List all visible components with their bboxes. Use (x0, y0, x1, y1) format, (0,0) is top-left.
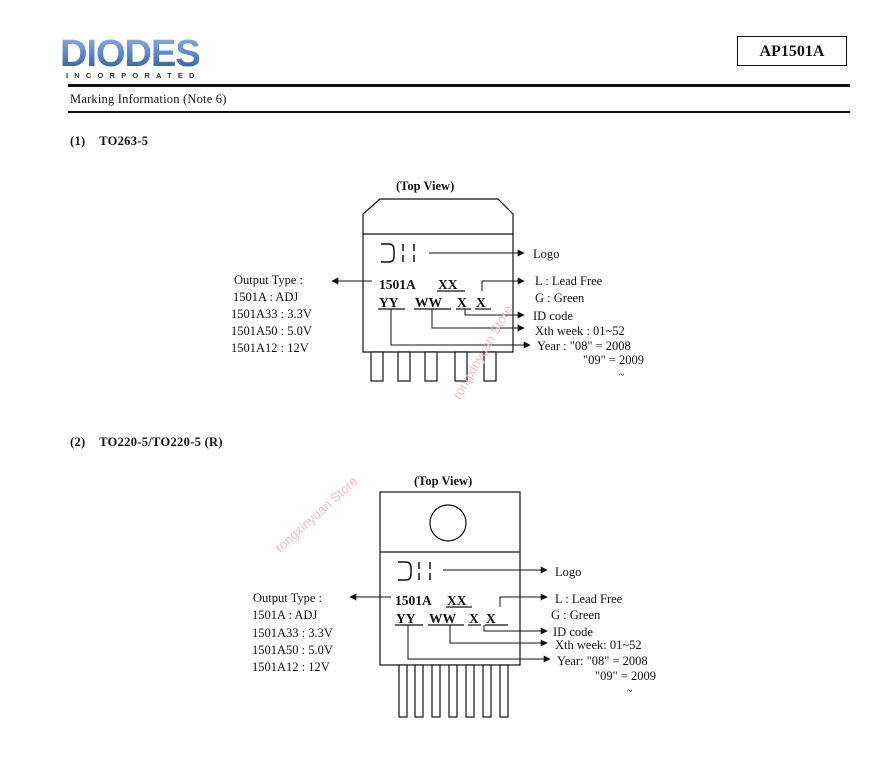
watermark-2: rongxinyuan Store (272, 473, 360, 555)
package-1-body (362, 198, 514, 353)
package-1-logo-label: Logo (533, 247, 559, 261)
package-2-green: G : Green (551, 608, 601, 622)
package-1-logo-mark (381, 243, 415, 263)
package-1-output-item: 1501A : ADJ (233, 290, 298, 304)
package-1-green: G : Green (535, 291, 585, 305)
package-2-marking-ww: WW (429, 611, 457, 626)
package-1-tilde: ~ (619, 370, 625, 381)
package-2-marking-yy: YY (396, 611, 416, 626)
package-1-top-view: (Top View) (396, 179, 454, 193)
package-2-pins (398, 664, 509, 718)
package-2-tilde: ~ (627, 686, 633, 697)
package-1-name: TO263-5 (99, 134, 149, 148)
logo-wordmark: DIODES (60, 33, 200, 75)
package-1-marking-line1: 1501A (379, 277, 416, 292)
package-1-marking-code: XX (438, 277, 458, 292)
package-2-number: (2) (70, 435, 86, 449)
package-2-mounting-hole (429, 504, 467, 542)
package-2-logo-label: Logo (555, 565, 581, 579)
title-rule (68, 111, 850, 113)
package-2-logo-mark (398, 561, 431, 581)
package-1-marking-x1: X (457, 295, 467, 310)
package-1-output-item: 1501A12 : 12V (231, 341, 309, 355)
package-1-lead-free: L : Lead Free (535, 274, 603, 288)
package-1-id-code: ID code (533, 309, 573, 323)
package-2-output-item: 1501A12 : 12V (252, 660, 330, 674)
header-rule (68, 84, 850, 87)
package-2-output-item: 1501A : ADJ (252, 608, 317, 622)
package-1-year2: "09" = 2009 (583, 353, 644, 367)
package-2-year: Year: "08" = 2008 (557, 654, 648, 668)
part-number-box: AP1501A (737, 36, 847, 66)
diodes-logo: DIODES INCORPORATED (60, 33, 201, 80)
package-2-name: TO220-5/TO220-5 (R) (99, 435, 223, 449)
section-title: Marking Information (Note 6) (70, 92, 227, 106)
package-1-marking-ww: WW (415, 295, 443, 310)
package-2-top-view: (Top View) (414, 474, 472, 488)
package-2-id-code: ID code (553, 625, 593, 639)
package-1-diagram: (Top View) 1501A XX YY WW X X (231, 179, 644, 382)
package-2-marking-x1: X (469, 611, 479, 626)
package-2-heading: (2) TO220-5/TO220-5 (R) (70, 435, 223, 450)
package-2-week: Xth week: 01~52 (555, 638, 642, 652)
package-2-diagram: (Top View) 1501A XX YY WW X X (252, 474, 656, 718)
package-1-output-item: 1501A33 : 3.3V (231, 307, 312, 321)
logo-subtitle: INCORPORATED (66, 71, 201, 80)
package-2-year2: "09" = 2009 (595, 669, 656, 683)
package-1-marking-yy: YY (379, 295, 399, 310)
package-2-output-item: 1501A50 : 5.0V (252, 643, 333, 657)
package-2-output-item: 1501A33 : 3.3V (252, 626, 333, 640)
package-1-heading: (1) TO263-5 (70, 134, 148, 149)
package-2-marking-x2: X (486, 611, 496, 626)
package-2-output-type: Output Type : (253, 591, 322, 605)
package-1-output-type: Output Type : (234, 273, 303, 287)
package-1-week: Xth week : 01~52 (535, 324, 625, 338)
package-1-output-item: 1501A50 : 5.0V (231, 324, 312, 338)
package-1-pins (370, 351, 497, 382)
package-2-marking-line1: 1501A (395, 593, 432, 608)
package-2-lead-free: L : Lead Free (555, 592, 623, 606)
package-2-marking-code: XX (447, 593, 467, 608)
package-1-year: Year : "08" = 2008 (537, 339, 631, 353)
package-1-marking-x2: X (476, 295, 486, 310)
package-1-number: (1) (70, 134, 86, 148)
